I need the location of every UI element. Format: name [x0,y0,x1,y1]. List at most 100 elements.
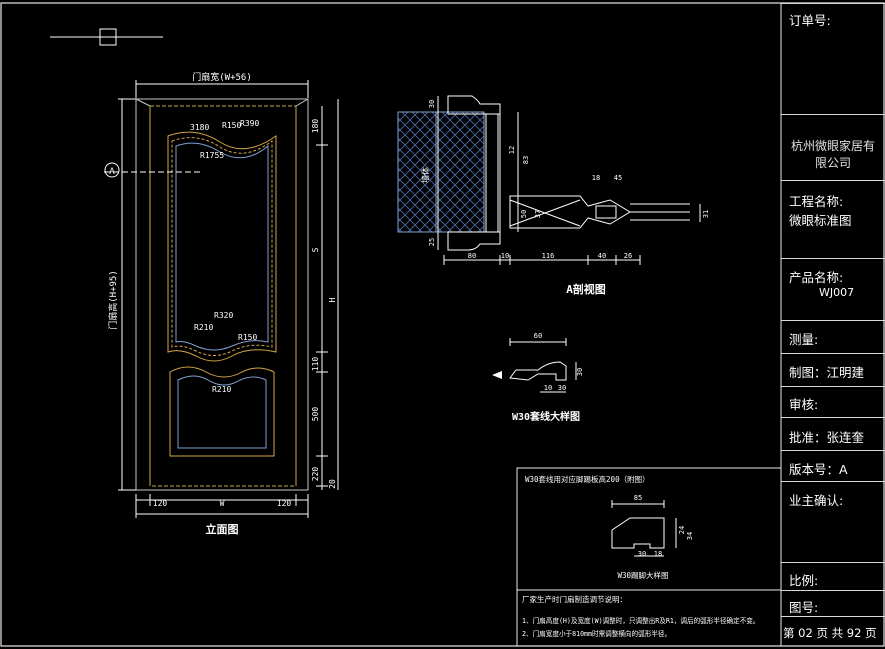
project-value: 微眼标准图 [789,213,852,228]
note-box: W30套线用对应脚踢板高200（附图） 85 24 34 30 18 W30踢脚… [516,467,782,647]
door-casing-outer [135,98,309,491]
elevation-title: 立面图 [206,522,239,536]
bottom-dimension-chain [135,494,309,518]
dim-r150-top: R150 [222,121,241,130]
section-title: A剖视图 [566,282,606,296]
dim-r1755: R1755 [200,151,224,160]
skirting-profile [611,517,665,549]
dim-10-bottom: 10 [544,384,552,392]
dim-34: 34 [686,532,694,540]
dim-30-right: 30 [576,368,584,376]
dim-120-right: 120 [277,499,292,508]
dim-26: 26 [624,252,632,260]
width-dimension: 门扇宽(W+56) [135,71,309,98]
scale-label: 比例: [789,573,819,588]
project-cell: 工程名称: 微眼标准图 [781,180,885,258]
approver-cell: 批准：张连奎 [781,417,885,450]
dim-85: 85 [634,494,642,502]
dim-180: 180 [311,119,320,134]
side-dimension-labels: 180 S 110 500 220 H 20 [311,119,337,489]
drafter-cell: 制图：江明建 [781,353,885,386]
scale-cell: 比例: [781,562,885,590]
dim-r210-mid: R210 [194,323,213,332]
dim-50: 50 [520,210,528,218]
casing-profile [509,361,567,381]
dim-116: 116 [542,252,555,260]
door-width-label: 门扇宽(W+56) [192,71,252,83]
dim-60: 60 [534,332,542,340]
product-value: WJ007 [819,286,855,299]
dim-24: 24 [678,526,686,534]
dim-110: 110 [311,357,320,372]
dim-40: 40 [598,252,606,260]
door-leaf-section [509,195,631,229]
casing-detail-title: W30套线大样图 [512,410,580,423]
page-indicator: 第 02 页 共 92 页 [783,626,877,640]
dim-25-bottom: 25 [428,238,436,246]
dim-20: 20 [328,479,337,489]
dim-r210-low: R210 [212,385,231,394]
note-line-1: 1、门扇高度(H)及宽度(W)调整时，只调整出R及R1，调后的弧形半径确定不变。 [522,616,760,625]
dim-500: 500 [311,407,320,422]
notes-title: 厂家生产时门扇制造调节说明： [522,594,627,604]
dim-30-skirting: 30 [638,550,646,558]
dim-18: 18 [592,174,600,182]
upper-panel [167,131,277,362]
measure-cell: 测量: [781,320,885,353]
version-cell: 版本号：A [781,450,885,481]
dim-10: 10 [501,252,509,260]
dim-31: 31 [702,210,710,218]
door-height-label: 门扇高(H+95) [107,270,119,330]
order-no-label: 订单号: [789,13,831,28]
wall-label: 墙体 [420,167,430,183]
drafter-label: 制图：江明建 [789,365,865,380]
scale-mark [50,28,163,46]
page-cell: 第 02 页 共 92 页 [781,616,885,646]
approver-label: 批准：张连奎 [789,430,865,445]
dim-s: S [311,247,320,252]
reviewer-label: 审核: [789,397,819,412]
height-dimension: 门扇高(H+95) [107,98,136,491]
section-marker-label: A [109,167,115,177]
dim-3180: 3180 [190,123,209,132]
section-dimension-lines [437,96,701,265]
dim-h: H [328,297,337,302]
measure-label: 测量: [789,332,819,347]
dim-45: 45 [614,174,622,182]
door-elevation: 3180 R150 R390 R1755 R210 R320 R150 R210… [104,71,339,536]
skirting-detail-title: W30踢脚大样图 [617,570,668,580]
owner-confirm-label: 业主确认: [789,493,844,508]
project-label: 工程名称: [789,194,844,209]
direction-arrow-icon [492,371,502,379]
drawing-no-cell: 图号: [781,590,885,616]
dim-18-skirting: 18 [654,550,662,558]
door-frame-jamb [485,113,499,233]
bottom-dimension-labels: 120 W 120 [153,499,292,508]
dim-220: 220 [311,467,320,482]
section-dimension-labels: 80 10 116 40 26 30 25 12 83 18 45 31 50 … [428,100,710,260]
top-casing-profile [447,95,501,115]
dim-r320: R320 [214,311,233,320]
bottom-casing-profile [447,231,501,251]
dim-r150-mid: R150 [238,333,257,342]
section-view: 墙体 80 10 116 40 [397,95,710,296]
dim-30-bottom: 30 [558,384,566,392]
dim-80: 80 [468,252,476,260]
order-no-cell: 订单号: [781,3,885,114]
version-label: 版本号：A [789,462,848,477]
note-box-header: W30套线用对应脚踢板高200（附图） [525,474,650,484]
note-line-2: 2、门扇宽度小于810mm时需调整横向的弧形半径。 [522,629,671,638]
reviewer-cell: 审核: [781,386,885,417]
owner-confirm-cell: 业主确认: [781,481,885,562]
section-marker: A [104,162,200,178]
casing-detail: 60 30 10 30 W30套线大样图 [492,332,584,423]
side-dimension-chain [316,99,339,490]
company-cell: 杭州微眼家居有限公司 [781,114,885,180]
company-name: 杭州微眼家居有限公司 [790,139,875,170]
lower-panel [169,366,275,457]
dim-12: 12 [508,146,516,154]
drawing-no-label: 图号: [789,600,819,615]
product-cell: 产品名称: WJ007 [781,258,885,320]
